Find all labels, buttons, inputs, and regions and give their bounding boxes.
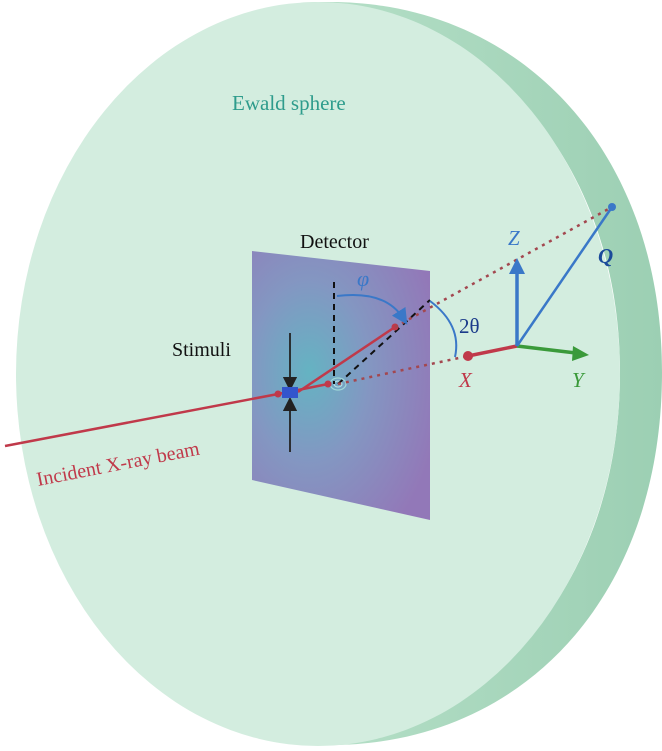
diagonal-reference-line [337, 299, 431, 385]
sample-block [282, 387, 298, 398]
transmitted-beam-extension [337, 354, 469, 386]
two-theta-arc [429, 300, 458, 358]
beam-detector-dot [324, 380, 332, 388]
x-axis [467, 344, 518, 358]
z-axis-arrowhead [509, 258, 525, 274]
detector-label: Detector [300, 231, 369, 253]
ewald-sphere-label: Ewald sphere [232, 91, 346, 115]
detector-panel [252, 251, 430, 520]
incident-beam [4, 392, 279, 448]
q-vector [515, 206, 614, 347]
phi-arc [336, 294, 408, 325]
stimuli-label: Stimuli [172, 339, 231, 361]
y-axis-arrowhead [572, 346, 589, 361]
scattered-ray-extension [394, 205, 613, 329]
x-axis-dot [463, 351, 473, 361]
coordinate-axes: X Y Z [458, 226, 589, 392]
phi-label: φ [357, 266, 369, 291]
q-vector-label: Q [598, 244, 613, 268]
y-axis [516, 344, 577, 355]
q-vector-dot [608, 203, 616, 211]
x-axis-label: X [458, 368, 473, 392]
y-axis-label: Y [572, 368, 586, 392]
two-theta-label: 2θ [459, 314, 480, 338]
detector [252, 251, 430, 520]
scattered-ray [297, 325, 396, 394]
z-axis-label: Z [508, 226, 520, 250]
beam-entry-dot [274, 390, 282, 398]
